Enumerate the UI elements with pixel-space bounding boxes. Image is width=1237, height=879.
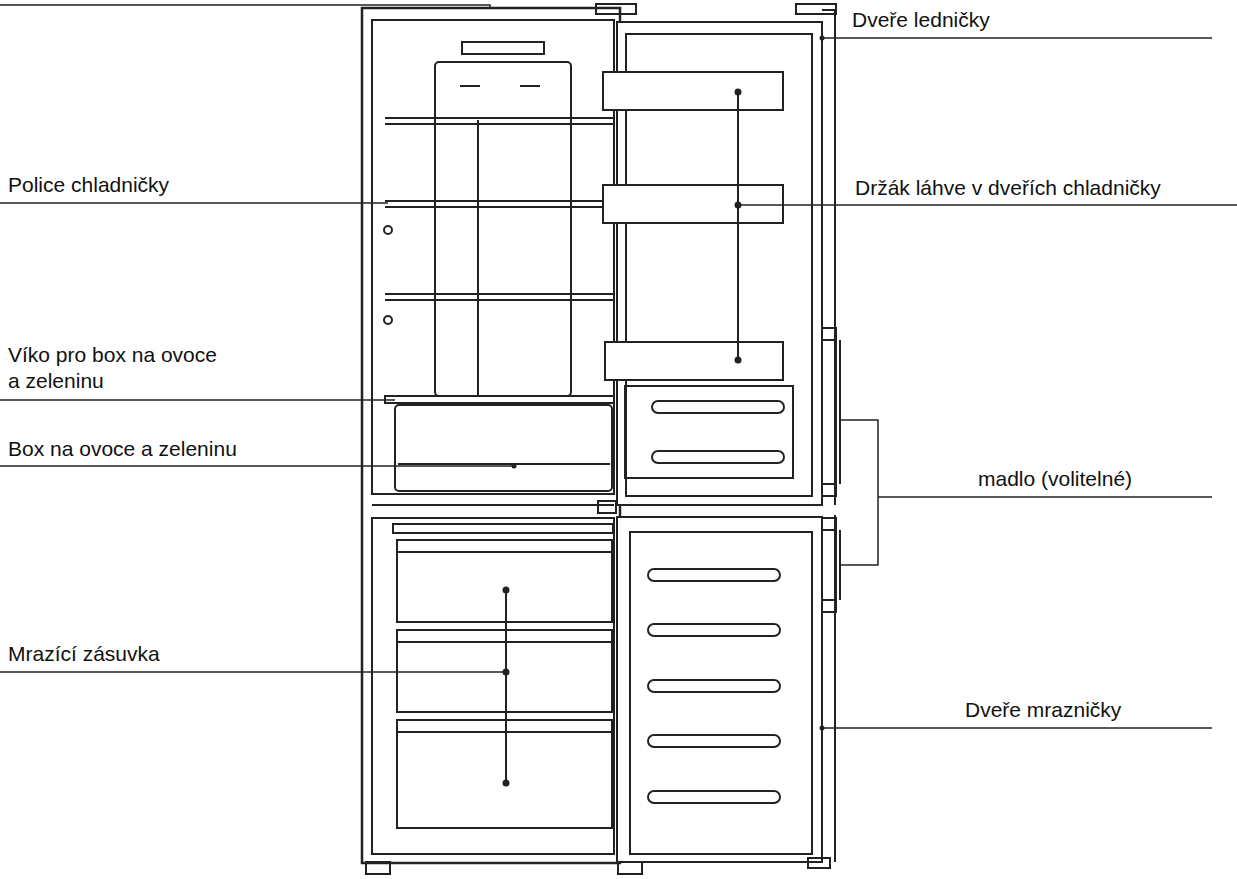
part-label: Box na ovoce a zeleninu xyxy=(8,436,237,462)
part-label: Dveře ledničky xyxy=(852,7,990,33)
part-label: Držák láhve v dveřích chladničky xyxy=(855,175,1161,201)
part-label: Mrazící zásuvka xyxy=(8,641,160,667)
part-label: Police chladničky xyxy=(8,172,169,198)
part-label: madlo (volitelné) xyxy=(978,466,1132,492)
part-label: Dveře mrazničky xyxy=(965,697,1121,723)
part-label: Víko pro box na ovoce a zeleninu xyxy=(8,342,224,394)
